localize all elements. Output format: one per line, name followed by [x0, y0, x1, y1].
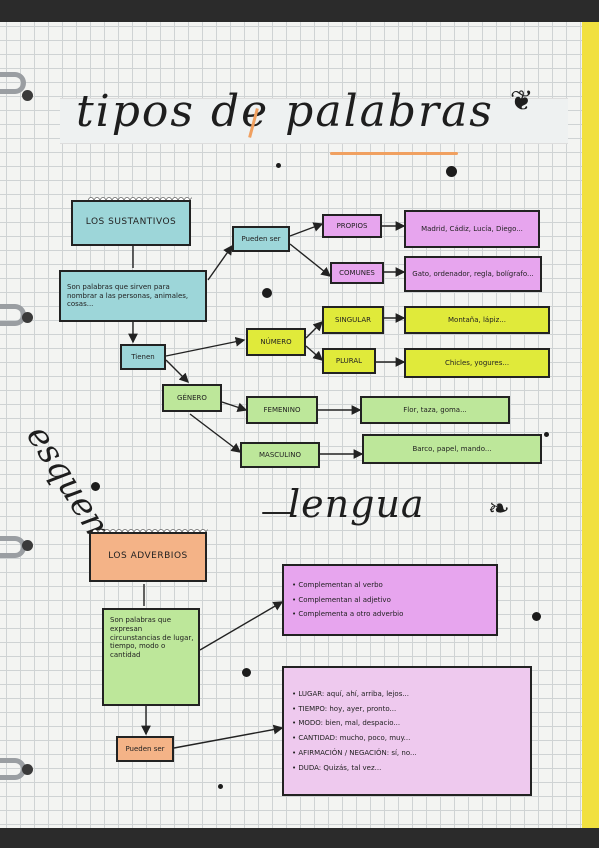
complementan-item: • Complementa a otro adverbio	[292, 610, 404, 619]
adverbios-pueden-ser-box: Pueden ser	[116, 736, 174, 762]
yellow-page-edge	[582, 22, 599, 828]
decorative-dot	[218, 784, 223, 789]
page-title: tipos de palabras	[76, 86, 494, 137]
comunes-examples: Gato, ordenador, regla, bolígrafo...	[404, 256, 542, 292]
sustantivos-header: LOS SUSTANTIVOS	[71, 200, 191, 246]
title-banner	[60, 98, 568, 144]
decorative-dot	[544, 432, 549, 437]
numero-box: NÚMERO	[246, 328, 306, 356]
propios-examples: Madrid, Cádiz, Lucía, Diego...	[404, 210, 540, 248]
leaf-icon: ❦	[510, 84, 534, 117]
binder-ring	[0, 72, 26, 94]
comunes-box: COMUNES	[330, 262, 384, 284]
genero-box: GÉNERO	[162, 384, 222, 412]
complementan-item: • Complementan al verbo	[292, 580, 383, 589]
tienen-box: Tienen	[120, 344, 166, 370]
punch-hole	[22, 540, 33, 551]
adverb-type-item: • AFIRMACIÓN / NEGACIÓN: sí, no...	[292, 748, 417, 757]
adverbios-types-box: • LUGAR: aquí, ahí, arriba, lejos... • T…	[282, 666, 532, 796]
title-underline	[330, 152, 458, 155]
femenino-examples: Flor, taza, goma...	[360, 396, 510, 424]
adverb-type-item: • DUDA: Quizás, tal vez...	[292, 763, 382, 772]
subtitle-swash	[262, 512, 292, 514]
plural-box: PLURAL	[322, 348, 376, 374]
punch-hole	[22, 312, 33, 323]
adverb-type-item: • MODO: bien, mal, despacio...	[292, 719, 401, 728]
punch-hole	[22, 764, 33, 775]
adverbios-header: LOS ADVERBIOS	[89, 532, 207, 582]
decorative-dot	[91, 482, 100, 491]
complementan-box: • Complementan al verbo • Complementan a…	[282, 564, 498, 636]
scallop-border	[88, 194, 192, 200]
femenino-box: FEMENINO	[246, 396, 318, 424]
decorative-dot	[242, 668, 251, 677]
singular-box: SINGULAR	[322, 306, 384, 334]
masculino-examples: Barco, papel, mando...	[362, 434, 542, 464]
subtitle-lengua: lengua	[288, 482, 425, 526]
punch-hole	[22, 90, 33, 101]
adverb-type-item: • LUGAR: aquí, ahí, arriba, lejos...	[292, 689, 410, 698]
singular-examples: Montaña, lápiz...	[404, 306, 550, 334]
masculino-box: MASCULINO	[240, 442, 320, 468]
decorative-dot	[262, 288, 272, 298]
propios-box: PROPIOS	[322, 214, 382, 238]
decorative-dot	[276, 163, 281, 168]
pueden-ser-box: Pueden ser	[232, 226, 290, 252]
complementan-item: • Complementan al adjetivo	[292, 595, 391, 604]
adverb-type-item: • CANTIDAD: mucho, poco, muy...	[292, 734, 411, 742]
notebook-page	[0, 22, 584, 828]
scallop-border	[92, 526, 208, 532]
decorative-dot	[532, 612, 541, 621]
adverbios-definition: Son palabras que expresan circunstancias…	[102, 608, 200, 706]
decorative-dot	[446, 166, 457, 177]
plural-examples: Chicles, yogures...	[404, 348, 550, 378]
leaf-icon: ❧	[488, 494, 510, 524]
sustantivos-definition: Son palabras que sirven para nombrar a l…	[59, 270, 207, 322]
adverb-type-item: • TIEMPO: hoy, ayer, pronto...	[292, 704, 397, 713]
